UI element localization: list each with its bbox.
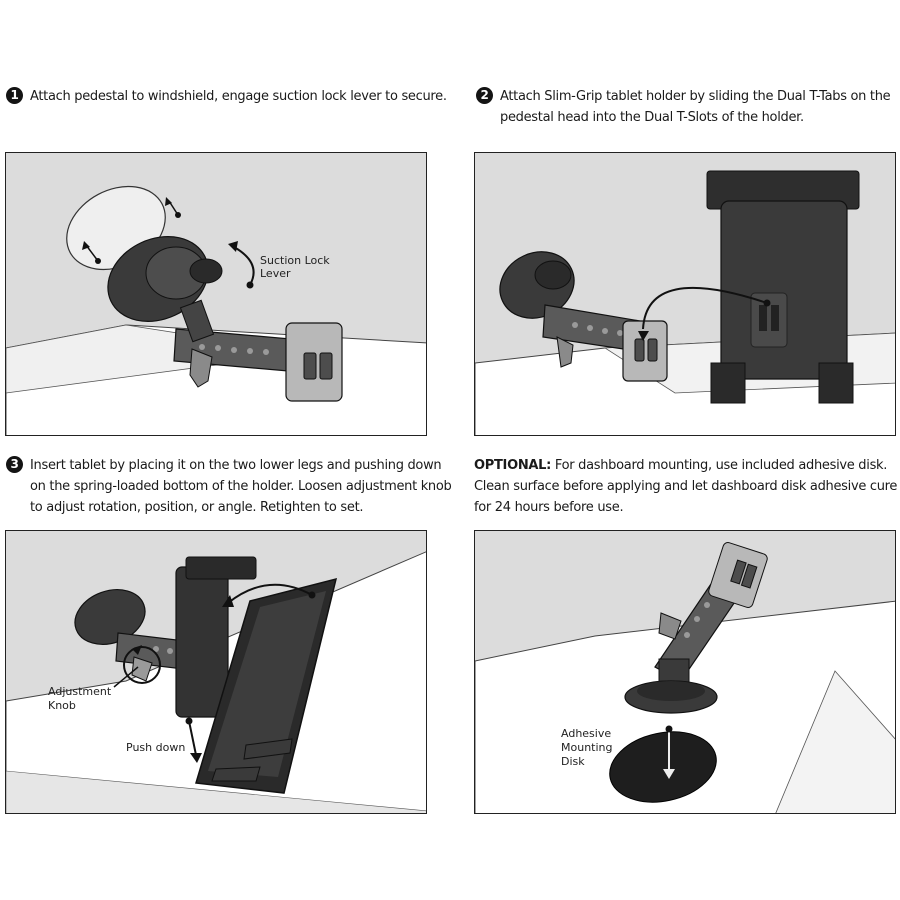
step-3-line-1: Insert tablet by placing it on the two l… — [30, 458, 442, 473]
optional-illustration: Adhesive Mounting Disk — [474, 530, 896, 814]
suction-lock-lever-label-1: Suction Lock — [260, 254, 330, 267]
step-3-line-2: on the spring-loaded bottom of the holde… — [30, 479, 452, 494]
adhesive-disk — [609, 731, 717, 803]
step-3-badge: 3 — [6, 456, 23, 473]
step-1-line-1: Attach pedestal to windshield, engage su… — [30, 89, 447, 104]
step-1-drawing: Suction Lock Lever — [6, 185, 426, 435]
adjustment-knob — [189, 348, 213, 388]
step-3-drawing: Adjustment Knob Push down — [6, 551, 426, 813]
suction-lock-lever — [189, 258, 223, 284]
slim-grip-holder — [175, 566, 229, 718]
step-2-line-2: pedestal head into the Dual T-Slots of t… — [500, 110, 804, 125]
step-3-line-3: to adjust rotation, position, or angle. … — [30, 500, 364, 515]
adhesive-disk-label-3: Disk — [561, 755, 585, 768]
adjustment-knob-label-2: Knob — [48, 699, 76, 712]
push-down-label: Push down — [126, 741, 185, 754]
step-1-badge: 1 — [6, 87, 23, 104]
optional-instruction: OPTIONAL: For dashboard mounting, use in… — [474, 455, 897, 518]
optional-line-2: Clean surface before applying and let da… — [474, 479, 898, 494]
step-2-badge: 2 — [476, 87, 493, 104]
slim-grip-holder — [720, 200, 848, 380]
step-2-instruction: 2 Attach Slim-Grip tablet holder by slidi… — [476, 86, 891, 128]
step-2-drawing — [475, 170, 895, 435]
step-2-illustration — [474, 152, 896, 436]
adjustment-knob — [131, 656, 153, 682]
adhesive-disk-label-2: Mounting — [561, 741, 613, 754]
adjustment-knob-label-1: Adjustment — [48, 685, 112, 698]
optional-line-1: For dashboard mounting, use included adh… — [554, 458, 888, 473]
step-1-instruction: 1 Attach pedestal to windshield, engage s… — [6, 86, 447, 107]
optional-label: OPTIONAL: — [474, 458, 552, 473]
step-1-illustration: Suction Lock Lever — [5, 152, 427, 436]
suction-lock-lever-label-2: Lever — [260, 267, 291, 280]
adhesive-disk-label-1: Adhesive — [561, 727, 611, 740]
step-3-instruction: 3 Insert tablet by placing it on the two … — [6, 455, 452, 518]
optional-drawing: Adhesive Mounting Disk — [475, 542, 895, 813]
step-3-illustration: Adjustment Knob Push down — [5, 530, 427, 814]
step-2-line-1: Attach Slim-Grip tablet holder by slidin… — [500, 89, 891, 104]
optional-line-3: for 24 hours before use. — [474, 500, 624, 515]
